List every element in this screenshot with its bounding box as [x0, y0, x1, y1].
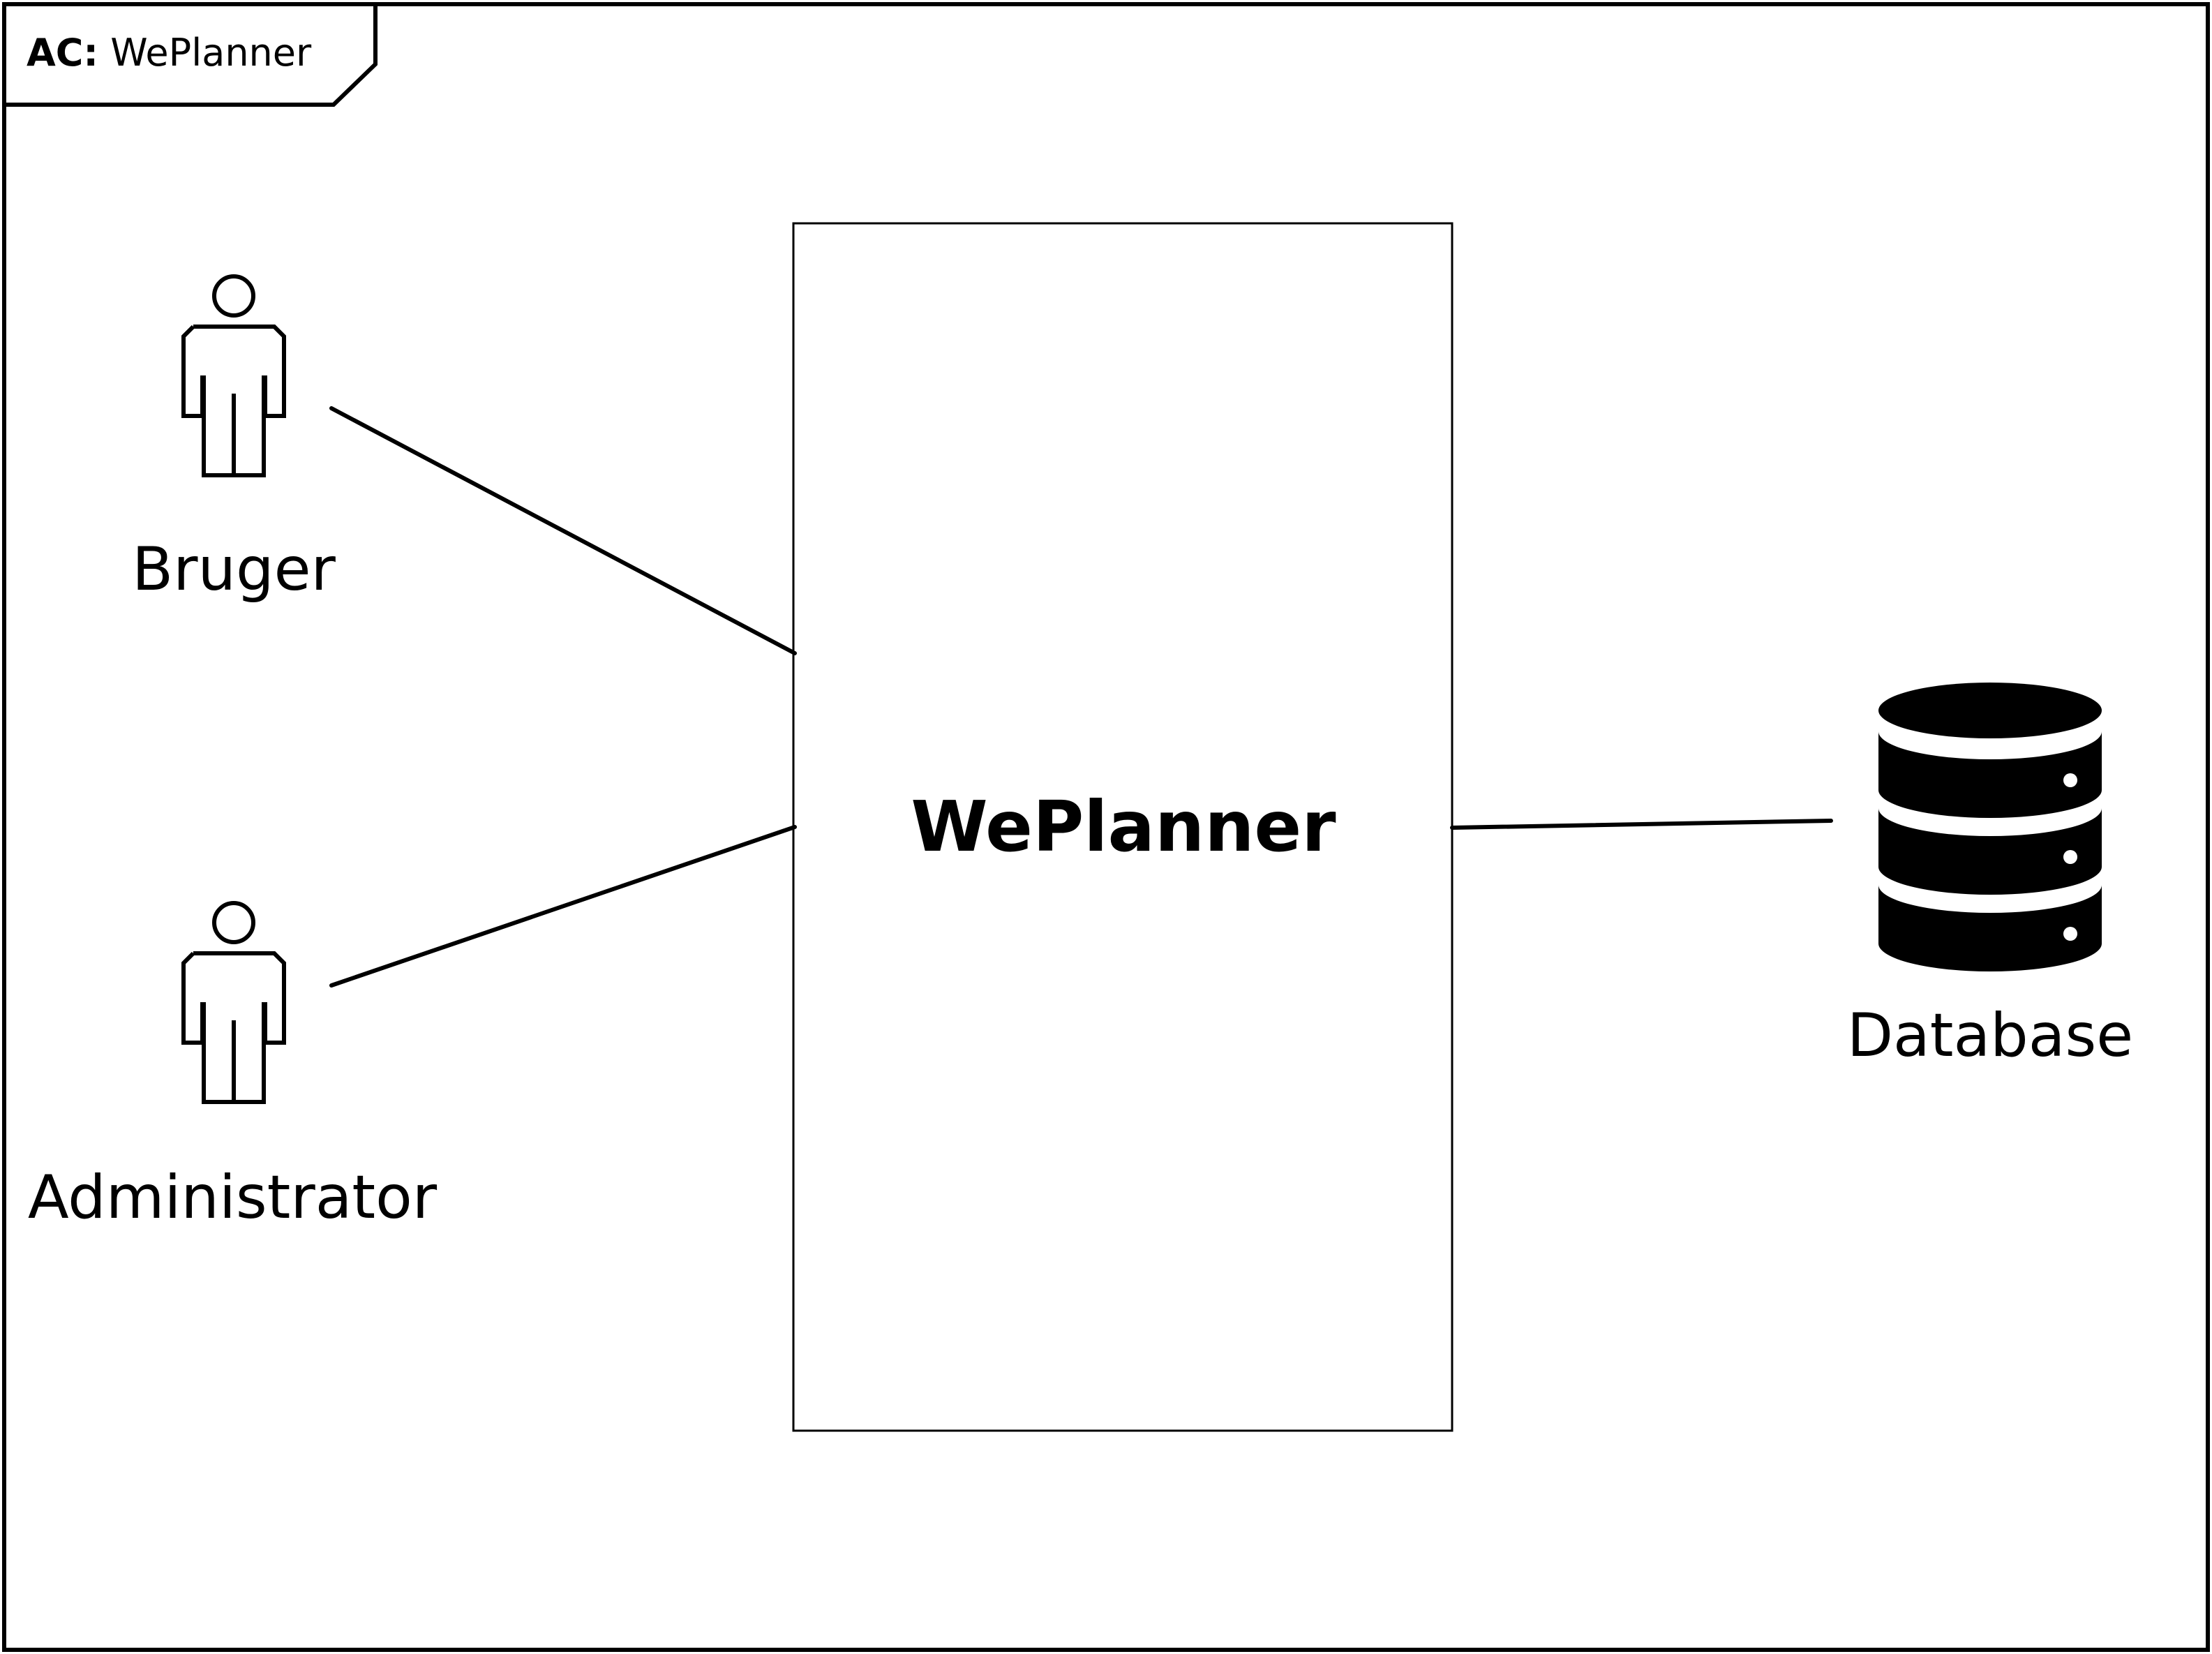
actor-administrator-icon	[181, 901, 286, 1104]
frame-keyword: AC:	[27, 31, 99, 75]
system-name: WePlanner	[911, 786, 1336, 867]
database-icon	[1878, 683, 2102, 971]
frame-name-tab	[4, 4, 378, 107]
actor-label-administrator: Administrator	[27, 1163, 438, 1232]
frame-name: WePlanner	[110, 31, 312, 75]
actor-label-bruger: Bruger	[132, 535, 336, 604]
association-bruger	[329, 406, 797, 655]
database-label: Database	[1846, 1001, 2134, 1071]
association-administrator	[329, 825, 797, 988]
frame-label: AC: WePlanner	[27, 28, 311, 78]
actor-bruger-icon	[181, 274, 286, 477]
association-database	[1450, 819, 1833, 830]
system-boundary	[792, 222, 1454, 1432]
